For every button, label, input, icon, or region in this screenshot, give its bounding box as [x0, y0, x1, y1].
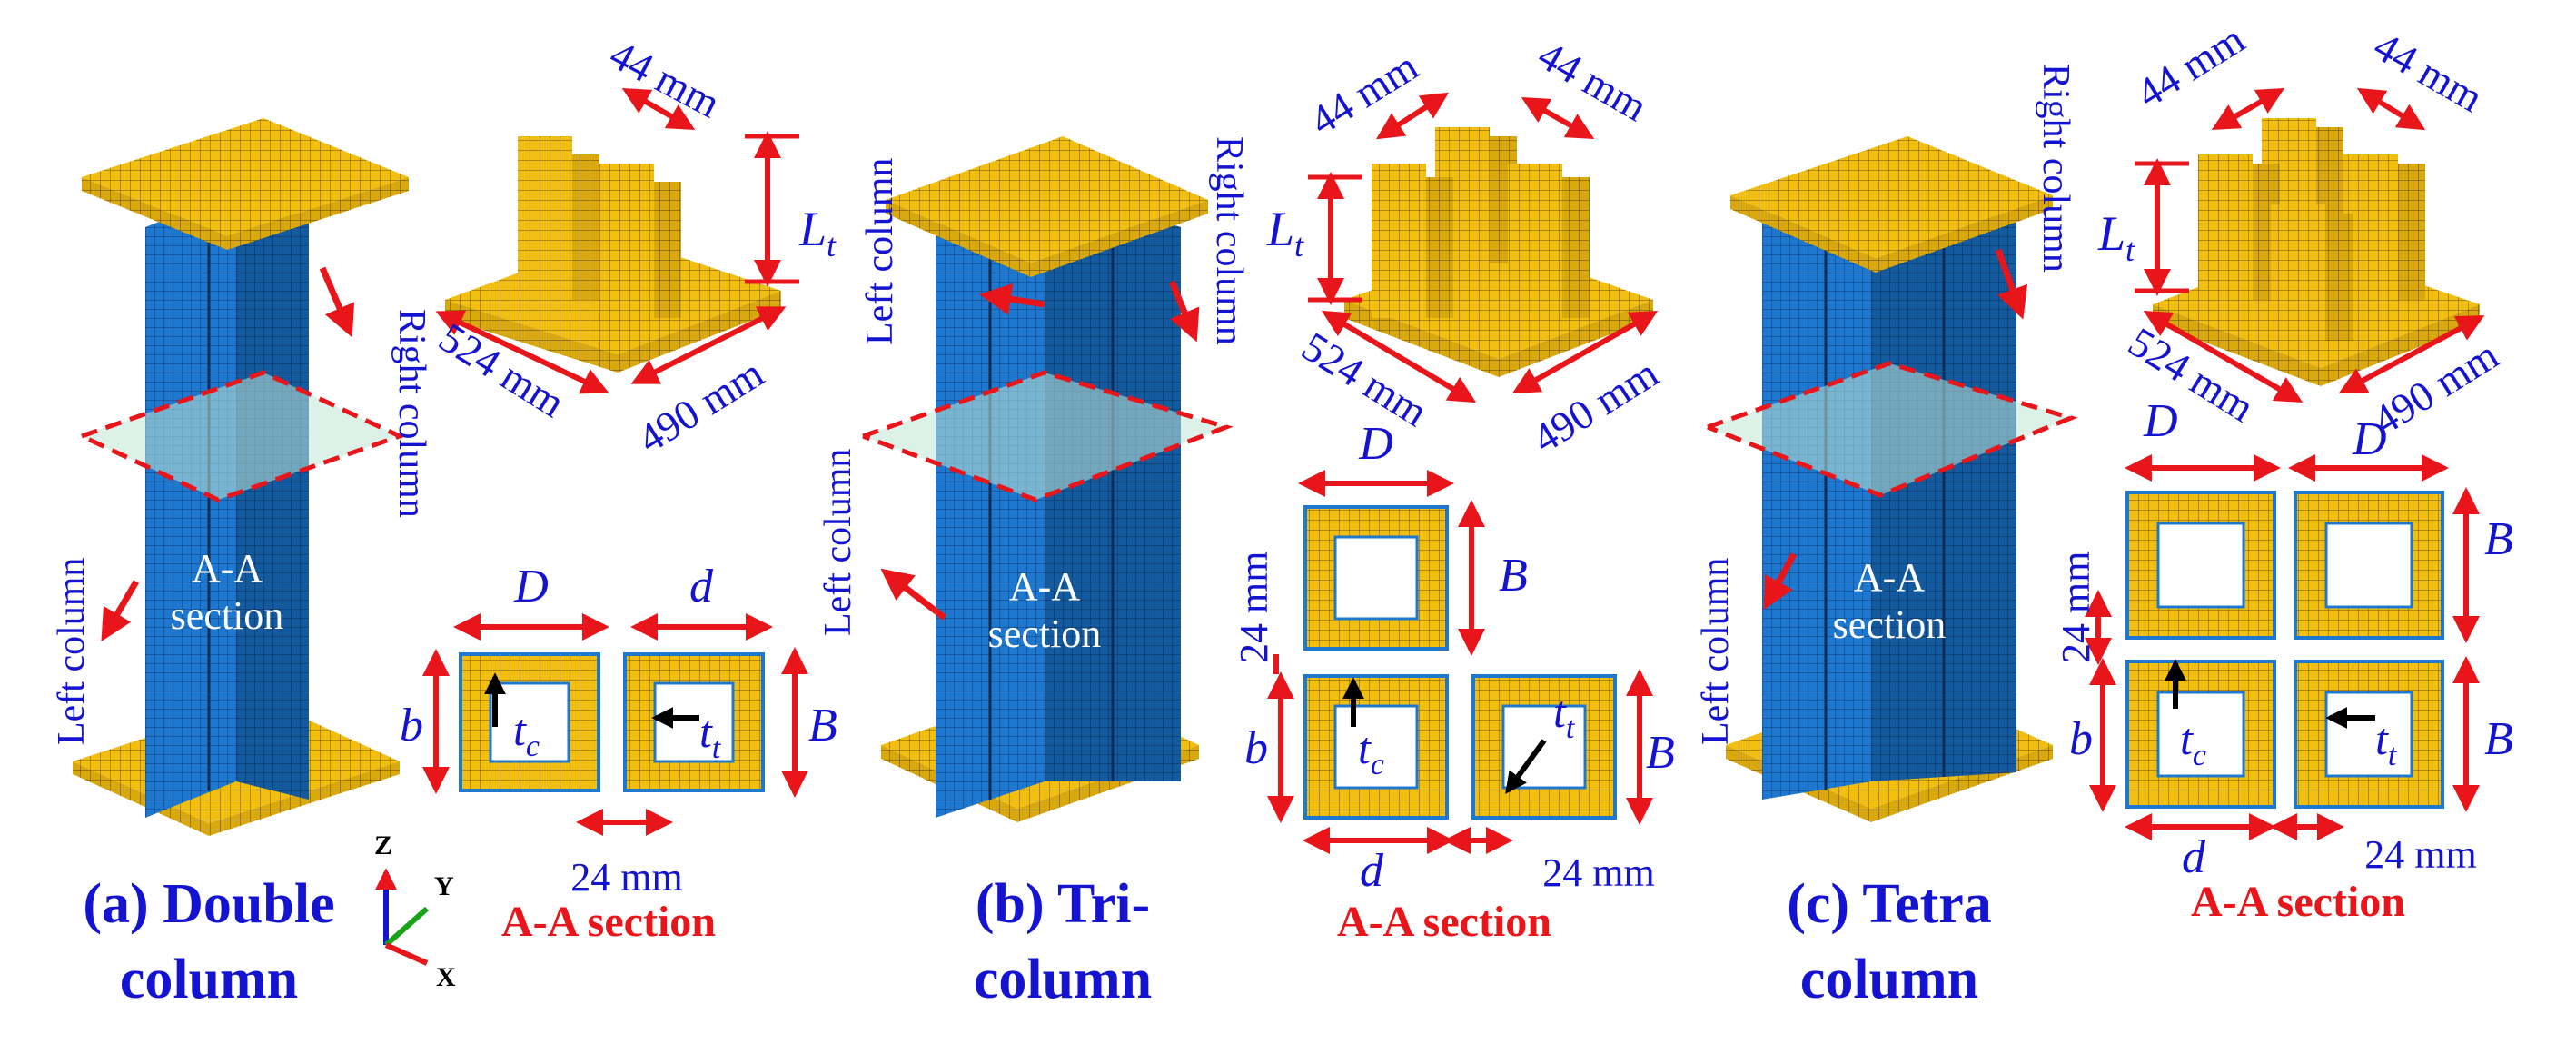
- gap-c: 24 mm: [2364, 832, 2476, 877]
- section-label-line1: A-A: [192, 546, 263, 591]
- right-column-arrow: [319, 266, 355, 338]
- gap-b: 24 mm: [1542, 850, 1654, 895]
- double-column-model: [73, 118, 409, 836]
- caption-c-line2: column: [1800, 949, 1978, 1010]
- left-column-label: Left column: [51, 558, 93, 745]
- tt-b: tt: [1553, 686, 1576, 745]
- section-label-c1: A-A: [1854, 555, 1925, 600]
- sym-B-c2: B: [2484, 713, 2513, 765]
- left-column-body: [145, 191, 236, 818]
- section-title-b: A-A section: [1337, 898, 1551, 946]
- section-b: [1303, 505, 1617, 820]
- sym-d-a: d: [689, 561, 714, 612]
- sym-d-c: d: [2182, 831, 2206, 883]
- top-plate: [82, 118, 409, 236]
- tc-a: tc: [513, 704, 540, 763]
- left-column-label-c: Left column: [1695, 558, 1737, 745]
- sym-b-b: b: [1244, 722, 1268, 774]
- sym-b-a: b: [400, 700, 423, 751]
- dim-base-right-b: 490 mm: [1524, 350, 1666, 462]
- caption-a-line1: (a) Double: [83, 873, 334, 935]
- dim-top-b1: 44 mm: [1302, 43, 1426, 144]
- section-label-b1: A-A: [1009, 564, 1080, 609]
- axis-y-label: Y: [434, 871, 454, 901]
- sym-d-b: d: [1360, 845, 1384, 897]
- sym-D-c1: D: [2143, 395, 2178, 447]
- axis-triad: Z Y X: [374, 830, 456, 992]
- x-axis: [384, 942, 429, 966]
- tc-c: tc: [2180, 713, 2206, 772]
- sym-b-c: b: [2069, 713, 2093, 765]
- panel-a: Left column Right column A-A section 44 …: [51, 31, 837, 1010]
- dim-top-c1: 44 mm: [2128, 15, 2253, 117]
- tc-b: tc: [1358, 722, 1384, 781]
- sym-D-a: D: [513, 561, 549, 612]
- Lt-b: Lt: [1266, 202, 1304, 263]
- tt-a: tt: [699, 706, 722, 765]
- caption-b-line1: (b) Tri-: [976, 873, 1150, 935]
- right-column-label-b: Right column: [1208, 136, 1250, 345]
- axis-z-label: Z: [374, 830, 392, 860]
- section-plane: [82, 373, 400, 500]
- gap-a: 24 mm: [570, 855, 682, 900]
- sym-B-b: B: [1646, 727, 1675, 779]
- section-label-line2: section: [171, 593, 284, 638]
- right-column-label-c: Right column: [2035, 64, 2076, 273]
- caption-c-line1: (c) Tetra: [1787, 873, 1992, 935]
- sym-B-c1: B: [2484, 513, 2513, 565]
- section-label-b2: section: [988, 611, 1102, 656]
- tt-c: tt: [2375, 713, 2398, 772]
- section-a: [459, 652, 765, 792]
- panel-c: Left column Right column A-A section 44 …: [1695, 15, 2513, 1010]
- left-column-label-b2: Left column: [817, 449, 859, 636]
- left-column-label-b1: Left column: [859, 158, 901, 345]
- y-axis: [384, 906, 429, 948]
- Lt-a: Lt: [798, 202, 837, 263]
- tri-column-model: [881, 136, 1208, 822]
- sym-D-c2: D: [2352, 413, 2387, 465]
- gap-vertical-c: 24 mm: [2054, 552, 2098, 663]
- dim-base-right-a: 490 mm: [629, 350, 771, 462]
- Lt-c: Lt: [2097, 206, 2135, 268]
- sym-B-top-b: B: [1499, 550, 1528, 602]
- section-c: [2125, 491, 2444, 809]
- section-label-c2: section: [1833, 602, 1947, 647]
- tetra-column-model: [1726, 136, 2053, 822]
- right-column-label: Right column: [391, 309, 432, 518]
- axis-x-label: X: [436, 962, 456, 992]
- left-column-arrow: [101, 580, 140, 642]
- caption-b-line2: column: [974, 949, 1152, 1010]
- section-title-c: A-A section: [2191, 878, 2405, 926]
- caption-a-line2: column: [120, 949, 298, 1010]
- gap-vertical-b: 24 mm: [1232, 552, 1276, 663]
- sym-B-a: B: [808, 700, 837, 751]
- panel-b: Left column Left column Right column A-A…: [817, 31, 1675, 1010]
- sym-D-b: D: [1358, 418, 1393, 470]
- section-title-a: A-A section: [501, 898, 716, 946]
